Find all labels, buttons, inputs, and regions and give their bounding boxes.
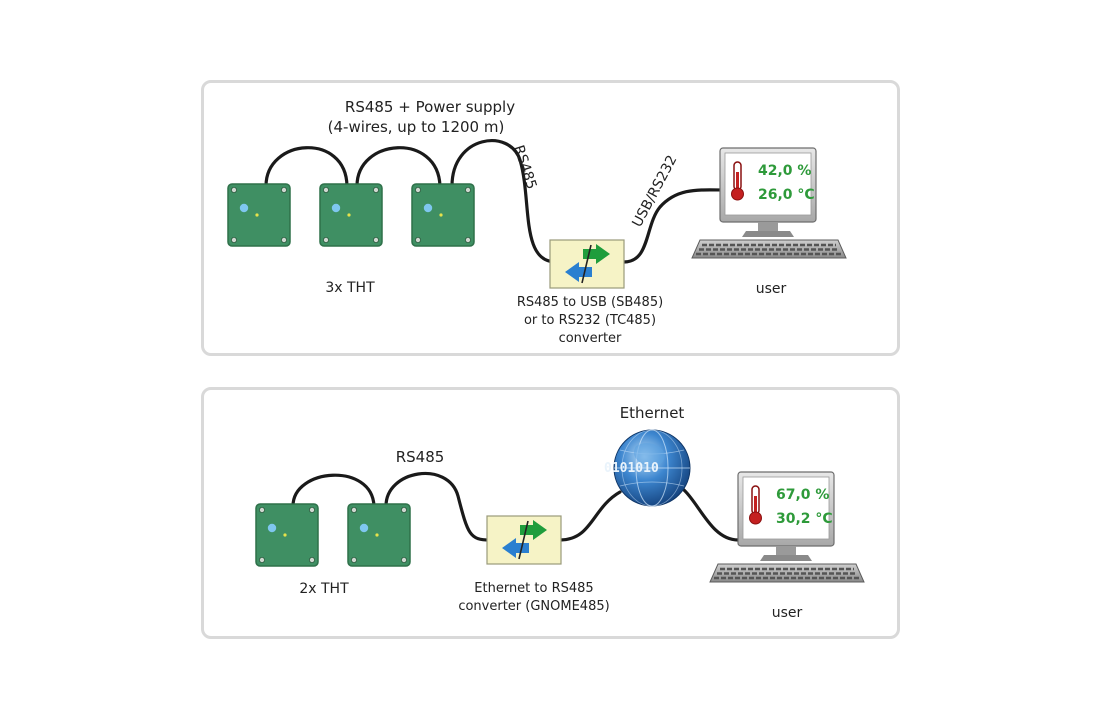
humidity-reading-bottom: 67,0 % (776, 487, 829, 503)
bus-title: RS485 + Power supply (344, 98, 516, 116)
top-cables (264, 139, 730, 264)
converter-label-line1: RS485 to USB (SB485) (516, 295, 664, 310)
tht-sensor-3 (411, 183, 475, 247)
converter-label-line3: converter (558, 331, 622, 346)
bottom-cables (291, 471, 740, 542)
temperature-reading-bottom: 30,2 °C (776, 511, 833, 527)
sensors-count-label-bottom: 2x THT (299, 581, 349, 597)
rs485-usb-converter (549, 239, 625, 289)
tht-sensor-4 (255, 503, 319, 567)
binary-stream-text: 0101010 (604, 461, 659, 476)
sensors-count-label: 3x THT (325, 280, 375, 296)
temperature-reading: 26,0 °C (758, 187, 815, 203)
converter-label-line2: or to RS232 (TC485) (523, 313, 657, 328)
user-label-bottom: user (771, 605, 803, 621)
rs485-bottom-label: RS485 (395, 448, 445, 466)
user-label-top: user (755, 281, 787, 297)
ethernet-rs485-converter (486, 515, 562, 565)
rs485-cable-label: RS485 (510, 143, 539, 191)
tht-sensor-5 (347, 503, 411, 567)
humidity-reading: 42,0 % (758, 163, 811, 179)
tht-sensor-1 (227, 183, 291, 247)
tht-sensor-2 (319, 183, 383, 247)
converter-bottom-line2: converter (GNOME485) (458, 599, 610, 614)
ethernet-label: Ethernet (619, 404, 685, 422)
bus-subtitle: (4-wires, up to 1200 m) (327, 118, 505, 136)
ethernet-globe-icon: 0101010 (604, 429, 691, 507)
converter-bottom-line1: Ethernet to RS485 (474, 581, 594, 596)
